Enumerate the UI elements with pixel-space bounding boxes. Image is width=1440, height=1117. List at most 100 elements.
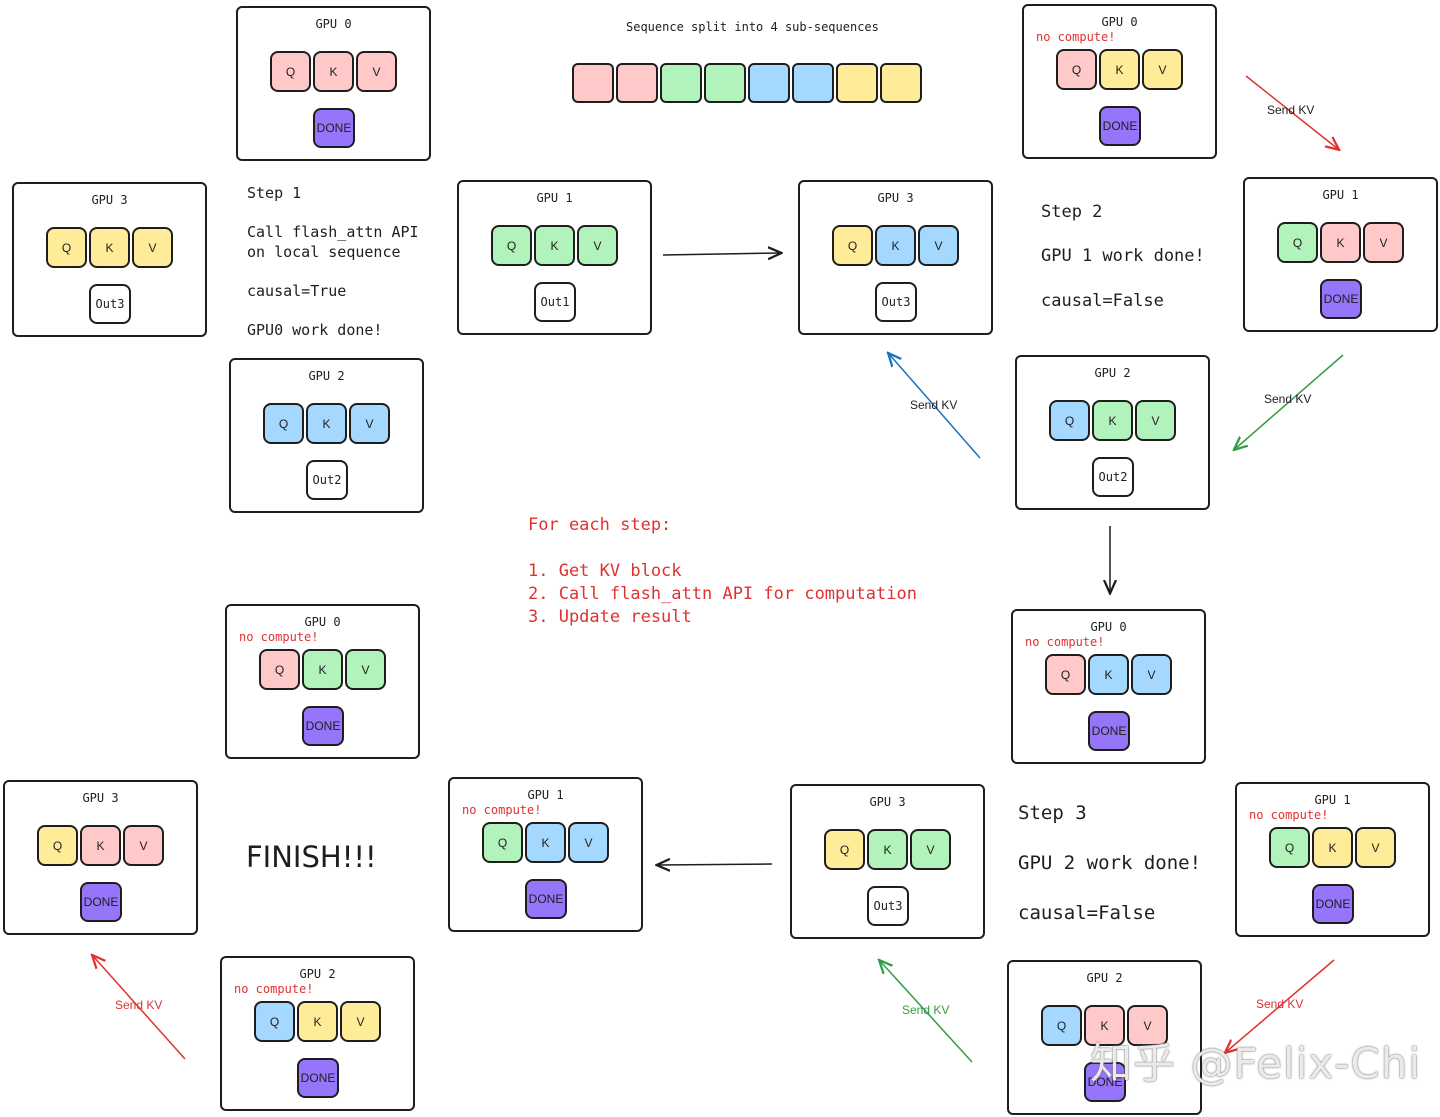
step3-done: GPU 2 work done! [1018,852,1202,874]
seq-block [792,63,834,103]
seq-block [660,63,702,103]
v-block: V [577,225,618,266]
sequence-caption: Sequence split into 4 sub-sequences [626,20,879,34]
v-block: V [1355,827,1396,868]
output-block: Out1 [534,282,576,322]
gpu-title: GPU 3 [869,795,906,809]
no-compute-note: no compute! [234,982,314,996]
step1-line2: on local sequence [247,243,401,261]
no-compute-note: no compute! [1025,635,1105,649]
send-kv-arrow-green [880,961,973,1063]
q-block: Q [1045,654,1086,695]
k-block: K [1092,400,1133,441]
flow-arrow-step1-to-step2 [662,253,780,255]
output-block: Out2 [1092,457,1134,497]
done-block: DONE [1312,884,1354,924]
gpu-title: GPU 0 [315,17,352,31]
k-block: K [313,51,354,92]
seq-block [572,63,614,103]
gpu-title: GPU 0 [304,615,341,629]
k-block: K [1088,654,1129,695]
gpu-title: GPU 1 [1314,793,1351,807]
instructions-item: 2. Call flash_attn API for computation [528,584,917,604]
send-kv-label: Send KV [1267,103,1315,117]
v-block: V [910,829,951,870]
q-block: Q [270,51,311,92]
v-block: V [349,403,390,444]
k-block: K [525,822,566,863]
gpu-title: GPU 3 [877,191,914,205]
seq-block [836,63,878,103]
q-block: Q [259,649,300,690]
output-block: Out2 [306,460,348,500]
v-block: V [568,822,609,863]
gpu-title: GPU 3 [91,193,128,207]
send-kv-label: Send KV [1264,392,1312,406]
k-block: K [1099,49,1140,90]
no-compute-note: no compute! [1036,30,1116,44]
seq-block [616,63,658,103]
v-block: V [356,51,397,92]
done-block: DONE [1320,279,1362,319]
q-block: Q [832,225,873,266]
done-block: DONE [313,108,355,148]
no-compute-note: no compute! [239,630,319,644]
send-kv-arrow-red [93,956,186,1060]
v-block: V [345,649,386,690]
done-block: DONE [1088,711,1130,751]
send-kv-arrow-blue [889,354,981,459]
output-block: Out3 [89,284,131,324]
output-block: Out3 [875,282,917,322]
finish-label: FINISH!!! [246,840,377,874]
seq-block [704,63,746,103]
instructions-item: 1. Get KV block [528,561,682,581]
q-block: Q [37,825,78,866]
done-block: DONE [1099,106,1141,146]
step2-causal: causal=False [1041,291,1164,311]
send-kv-arrow-red [1226,959,1335,1052]
q-block: Q [46,227,87,268]
step3-causal: causal=False [1018,902,1156,924]
gpu-title: GPU 2 [1094,366,1131,380]
step1-causal: causal=True [247,282,347,300]
done-block: DONE [80,882,122,922]
step1-line1: Call flash_attn API [247,223,419,241]
seq-block [748,63,790,103]
seq-block [880,63,922,103]
step1-done: GPU0 work done! [247,321,383,339]
k-block: K [297,1001,338,1042]
watermark: 知乎 @Felix-Chi [1090,1039,1422,1088]
v-block: V [1363,222,1404,263]
gpu-title: GPU 2 [1086,971,1123,985]
v-block: V [1131,654,1172,695]
q-block: Q [1056,49,1097,90]
no-compute-note: no compute! [462,803,542,817]
k-block: K [867,829,908,870]
no-compute-note: no compute! [1249,808,1329,822]
q-block: Q [1277,222,1318,263]
step2-title: Step 2 [1041,202,1103,222]
output-block: Out3 [867,886,909,926]
step1-title: Step 1 [247,184,302,202]
k-block: K [1084,1005,1125,1046]
gpu-title: GPU 1 [536,191,573,205]
step3-title: Step 3 [1018,802,1087,824]
send-kv-arrow-red [1245,75,1338,149]
